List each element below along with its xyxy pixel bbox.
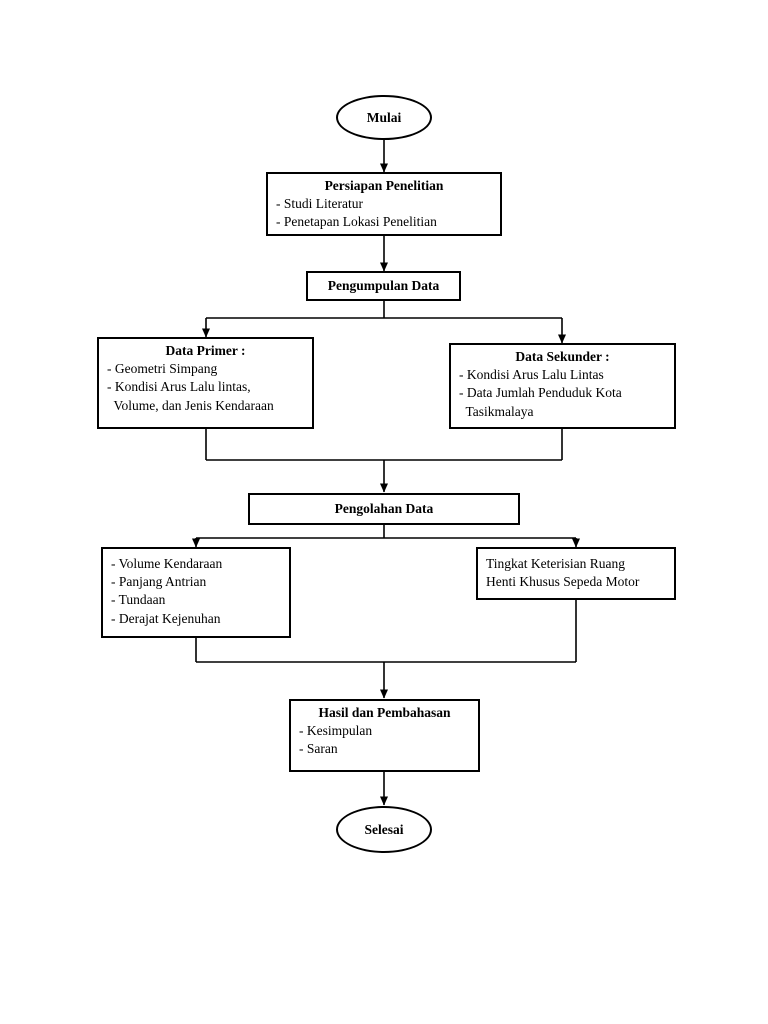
node-hasil-pembahasan-lines: - Kesimpulan - Saran: [291, 722, 478, 762]
node-data-primer-line-2: - Kondisi Arus Lalu lintas,: [107, 379, 251, 395]
node-persiapan-line-2: - Penetapan Lokasi Penelitian: [276, 214, 437, 230]
node-hasil-kiri-line-4: - Derajat Kejenuhan: [111, 610, 221, 626]
node-persiapan-line-1: - Studi Literatur: [276, 196, 363, 212]
node-data-sekunder-line-3: Tasikmalaya: [459, 403, 534, 419]
node-end: Selesai: [336, 806, 432, 853]
node-pengumpulan-data: Pengumpulan Data: [306, 271, 461, 301]
node-hasil-kiri-line-1: - Volume Kendaraan: [111, 556, 223, 571]
node-hasil-kiri-line-2: - Panjang Antrian: [111, 574, 207, 590]
node-hasil-kiri-line-3: - Tundaan: [111, 592, 166, 608]
node-hasil-kiri: - Volume Kendaraan - Panjang Antrian - T…: [101, 547, 291, 638]
node-data-sekunder-line-1: - Kondisi Arus Lalu Lintas: [459, 367, 604, 383]
node-hasil-pembahasan-line-2: - Saran: [299, 741, 338, 757]
node-hasil-kanan: Tingkat Keterisian Ruang Henti Khusus Se…: [476, 547, 676, 600]
node-data-sekunder-line-2: - Data Jumlah Penduduk Kota: [459, 385, 622, 401]
node-hasil-kiri-lines: - Volume Kendaraan - Panjang Antrian - T…: [103, 549, 289, 632]
node-hasil-kanan-line-2: Henti Khusus Sepeda Motor: [486, 574, 640, 590]
node-data-primer: Data Primer : - Geometri Simpang - Kondi…: [97, 337, 314, 429]
node-pengumpulan-label: Pengumpulan Data: [327, 277, 440, 293]
node-data-primer-title: Data Primer :: [165, 343, 246, 358]
node-hasil-dan-pembahasan: Hasil dan Pembahasan - Kesimpulan - Sara…: [289, 699, 480, 772]
node-data-sekunder-title: Data Sekunder :: [515, 349, 610, 364]
node-end-label: Selesai: [364, 821, 404, 837]
node-pengolahan-data: Pengolahan Data: [248, 493, 520, 525]
node-persiapan-title: Persiapan Penelitian: [324, 178, 444, 193]
node-hasil-kanan-lines: Tingkat Keterisian Ruang Henti Khusus Se…: [478, 549, 674, 595]
node-pengolahan-label: Pengolahan Data: [334, 500, 434, 516]
node-data-sekunder-lines: - Kondisi Arus Lalu Lintas - Data Jumlah…: [451, 366, 674, 425]
node-hasil-kanan-line-1: Tingkat Keterisian Ruang: [486, 556, 625, 571]
node-data-primer-lines: - Geometri Simpang - Kondisi Arus Lalu l…: [99, 360, 312, 419]
node-hasil-pembahasan-title: Hasil dan Pembahasan: [318, 705, 451, 720]
node-data-sekunder: Data Sekunder : - Kondisi Arus Lalu Lint…: [449, 343, 676, 429]
node-data-primer-line-3: Volume, dan Jenis Kendaraan: [107, 397, 274, 413]
node-persiapan-lines: - Studi Literatur - Penetapan Lokasi Pen…: [268, 195, 500, 235]
node-start: Mulai: [336, 95, 432, 140]
node-start-label: Mulai: [366, 109, 402, 125]
node-data-primer-line-1: - Geometri Simpang: [107, 361, 218, 377]
node-hasil-pembahasan-line-1: - Kesimpulan: [299, 723, 373, 739]
node-persiapan-penelitian: Persiapan Penelitian - Studi Literatur -…: [266, 172, 502, 236]
